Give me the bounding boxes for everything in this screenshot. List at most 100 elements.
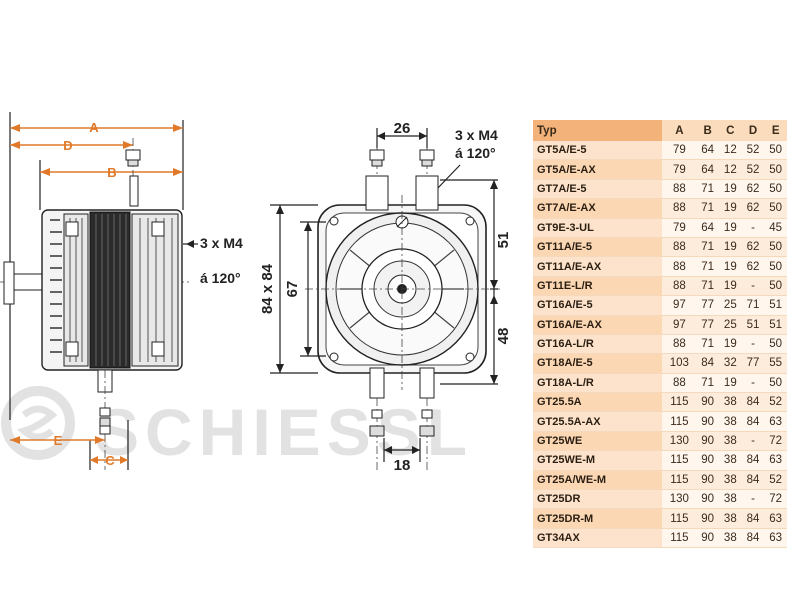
cell-value: 38 — [719, 411, 742, 432]
cell-value: 52 — [741, 159, 765, 180]
cell-value: 84 — [741, 470, 765, 491]
cell-value: 50 — [764, 276, 787, 297]
cell-type: GT18A/E-5 — [533, 353, 663, 374]
cell-value: 90 — [696, 450, 719, 471]
cell-value: 50 — [764, 179, 787, 200]
cell-value: 25 — [719, 315, 742, 335]
dim-18-label: 18 — [394, 457, 411, 474]
cell-value: 115 — [662, 392, 697, 413]
cell-value: 38 — [719, 489, 742, 510]
cell-value: 71 — [696, 179, 719, 200]
cell-value: 115 — [662, 528, 697, 549]
cell-value: 64 — [696, 218, 719, 238]
cell-value: 77 — [741, 353, 765, 374]
cell-type: GT16A/E-5 — [533, 295, 663, 316]
cell-type: GT25WE — [533, 431, 663, 452]
cell-value: 51 — [741, 315, 765, 335]
header-typ: Typ — [533, 120, 663, 141]
cell-value: 52 — [741, 141, 765, 161]
cell-type: GT25WE-M — [533, 450, 663, 471]
front-screw-label-2: á 120° — [455, 145, 496, 161]
cell-value: 63 — [764, 528, 787, 549]
cell-value: 38 — [719, 392, 742, 413]
side-screw-label-2: á 120° — [200, 270, 241, 286]
cell-type: GT5A/E-AX — [533, 159, 663, 180]
cell-value: 84 — [696, 353, 719, 374]
cell-value: 130 — [662, 431, 697, 452]
cell-value: 71 — [696, 334, 719, 355]
cell-value: 19 — [719, 237, 742, 258]
cell-value: 19 — [719, 373, 742, 394]
cell-value: 62 — [741, 179, 765, 200]
cell-value: 62 — [741, 256, 765, 277]
cell-value: 84 — [741, 450, 765, 471]
header-a: A — [662, 120, 697, 141]
cell-value: 90 — [696, 489, 719, 510]
cell-value: 90 — [696, 411, 719, 432]
cell-value: - — [741, 276, 765, 297]
cell-value: 19 — [719, 179, 742, 200]
cell-type: GT7A/E-AX — [533, 198, 663, 219]
cell-type: GT25.5A-AX — [533, 411, 663, 432]
cell-type: GT11A/E-AX — [533, 256, 663, 277]
cell-value: 84 — [741, 508, 765, 529]
cell-value: 77 — [696, 315, 719, 335]
front-screw-label-1: 3 x M4 — [455, 127, 498, 143]
cell-value: 84 — [741, 528, 765, 549]
header-e: E — [764, 120, 787, 141]
cell-value: 88 — [662, 373, 697, 394]
cell-value: 88 — [662, 179, 697, 200]
cell-value: 64 — [696, 159, 719, 180]
dimension-e: E — [10, 433, 105, 448]
header-c: C — [719, 120, 742, 141]
cell-type: GT18A-L/R — [533, 373, 663, 394]
cell-value: 79 — [662, 141, 697, 161]
cell-value: 84 — [741, 392, 765, 413]
cell-value: - — [741, 489, 765, 510]
cell-type: GT34AX — [533, 528, 663, 549]
cell-value: 50 — [764, 141, 787, 161]
cell-value: 88 — [662, 256, 697, 277]
table-header-row: Typ A B C D E — [533, 120, 787, 141]
cell-type: GT11E-L/R — [533, 276, 663, 297]
cell-value: 88 — [662, 334, 697, 355]
cell-value: 71 — [741, 295, 765, 316]
cell-type: GT25A/WE-M — [533, 470, 663, 491]
cell-value: 38 — [719, 431, 742, 452]
cell-value: 62 — [741, 198, 765, 219]
dimension-a: A — [10, 120, 183, 135]
cell-value: 32 — [719, 353, 742, 374]
cell-value: 12 — [719, 141, 742, 161]
cell-value: 115 — [662, 470, 697, 491]
front-view: 26 3 x M4 á 120° — [259, 120, 512, 474]
cell-value: 19 — [719, 198, 742, 219]
cell-value: 115 — [662, 450, 697, 471]
dim-48-label: 48 — [495, 328, 512, 345]
cell-value: 97 — [662, 295, 697, 316]
cell-value: 55 — [764, 353, 787, 374]
cell-value: 25 — [719, 295, 742, 316]
cell-value: 51 — [764, 315, 787, 335]
cell-value: 103 — [662, 353, 697, 374]
cell-value: 71 — [696, 276, 719, 297]
dim-b-label: B — [107, 165, 116, 180]
cell-value: 45 — [764, 218, 787, 238]
cell-value: 90 — [696, 431, 719, 452]
cell-value: 88 — [662, 237, 697, 258]
cell-value: 79 — [662, 218, 697, 238]
cell-value: 50 — [764, 159, 787, 180]
